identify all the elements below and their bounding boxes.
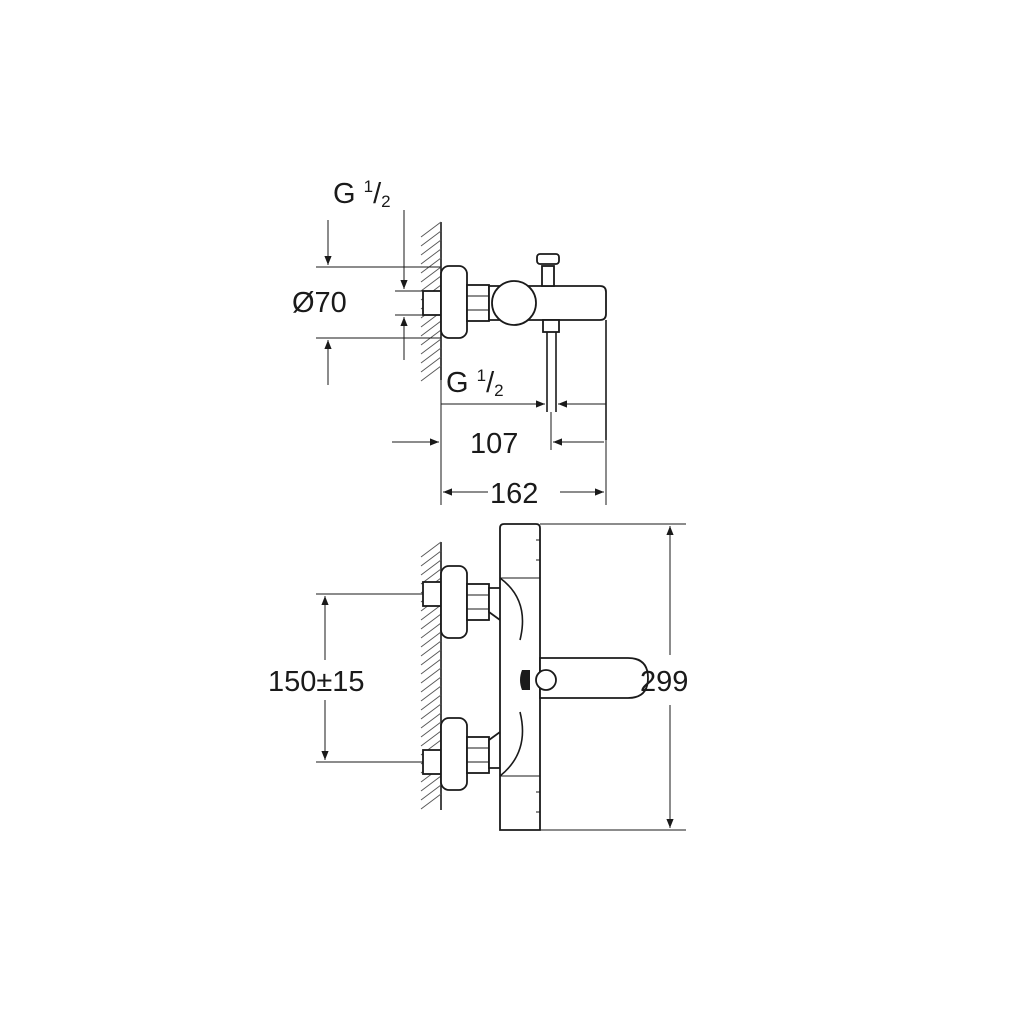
inlet-connector-top [422,290,442,316]
hatch-line [420,622,442,639]
diverter-knob [536,253,560,287]
hatch-line [420,613,442,630]
hatch-line [420,694,442,711]
hatch-line [420,347,442,364]
control-knob-top [491,280,537,326]
diameter-label: Ø70 [292,287,347,319]
hatch-line [420,559,442,576]
hatch-line [420,775,442,792]
spout-outlet [542,319,560,333]
front-view: 150±15 299 [268,523,688,831]
thread-outlet-label: G 1/2 [446,366,504,400]
hatch-line [420,658,442,675]
thread-outlet-dimension: G 1/2 [441,366,606,408]
spout-front [520,657,649,699]
hatch-line [420,676,442,693]
hatch-line [420,649,442,666]
union-nut-top [466,284,490,322]
diverter-front-icon [535,669,557,691]
hatch-line [420,365,442,382]
hatch-line [420,667,442,684]
height-dimension: 299 [540,523,688,831]
spacing-label: 150±15 [268,666,365,698]
hatch-line [420,221,442,238]
thread-inlet-dimension: G 1/2 [333,177,423,360]
hatch-line [420,631,442,648]
hatch-line [420,230,442,247]
hatch-line [420,541,442,558]
hatch-line [420,550,442,567]
depth-107-label: 107 [470,428,518,460]
hatch-line [420,320,442,337]
hatch-line [420,338,442,355]
thread-inlet-label: G 1/2 [333,177,391,211]
hatch-line [420,640,442,657]
depth-162-label: 162 [490,478,538,510]
depth-107-dimension: 107 [392,380,604,505]
hatch-line [420,266,442,283]
hatch-line [420,356,442,373]
hatch-line [420,784,442,801]
hatch-line [420,248,442,265]
hatch-line [420,730,442,747]
hatch-line [420,793,442,810]
diameter-dimension: Ø70 [292,220,441,385]
side-view: Ø70 G 1/2 G 1/2 107 [292,177,607,510]
depth-162-dimension: 162 [443,440,607,510]
hatch-line [420,712,442,729]
hatch-line [420,239,442,256]
hatch-line [420,604,442,621]
hatch-line [420,685,442,702]
hatch-line [420,257,442,274]
hatch-line [420,721,442,738]
hatch-line [420,703,442,720]
height-label: 299 [640,666,688,698]
spacing-dimension: 150±15 [268,593,423,763]
wall-rosette-top [440,265,468,339]
thermostat-body [499,523,541,831]
hatch-line [420,275,442,292]
